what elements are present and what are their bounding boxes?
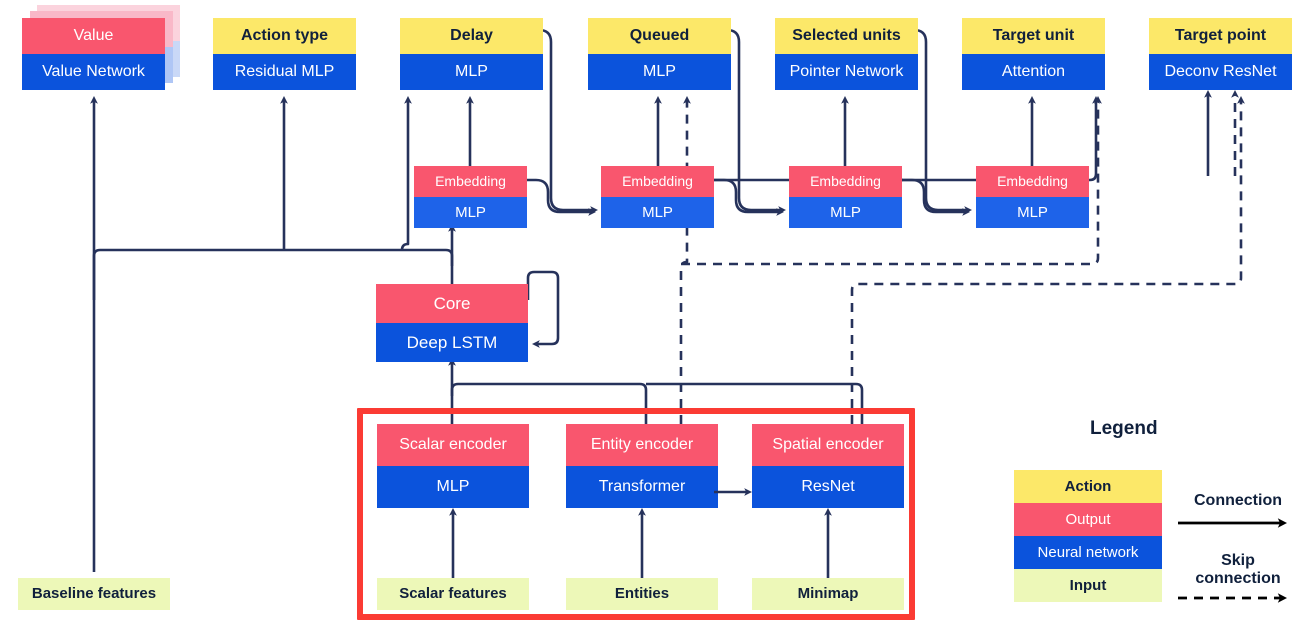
encoder-spatial-top: Spatial encoder [752, 424, 904, 466]
input-entities[interactable]: Entities [566, 578, 718, 610]
wire-entity-to-spatial [714, 488, 752, 496]
encoder-entity-top: Entity encoder [566, 424, 718, 466]
input-scalar-features-label: Scalar features [377, 578, 529, 610]
head-target-point[interactable]: Target point Deconv ResNet [1149, 18, 1292, 90]
legend-skip-line2: connection [1195, 569, 1281, 587]
head-action-type-network: Residual MLP [213, 54, 356, 90]
input-minimap-label: Minimap [752, 578, 904, 610]
head-selected-units[interactable]: Selected units Pointer Network [775, 18, 918, 90]
legend-connection-label: Connection [1194, 492, 1282, 509]
head-target-point-network: Deconv ResNet [1149, 54, 1292, 90]
input-scalar-features[interactable]: Scalar features [377, 578, 529, 610]
head-target-point-top: Target point [1149, 18, 1292, 54]
wire-embed-selunits-chain [902, 178, 970, 216]
core-top: Core [376, 284, 528, 323]
legend-arrow-samples [1178, 518, 1287, 603]
encoder-scalar[interactable]: Scalar encoder MLP [377, 424, 529, 508]
embedding-delay[interactable]: Embedding MLP [414, 166, 527, 228]
head-selected-units-network: Pointer Network [775, 54, 918, 90]
input-to-encoder-wires [449, 508, 832, 578]
encoder-spatial-network: ResNet [752, 466, 904, 508]
legend-swatch-input: Input [1014, 569, 1162, 602]
core-block[interactable]: Core Deep LSTM [376, 284, 528, 362]
legend-swatch-stack: Action Output Neural network Input [1014, 470, 1162, 602]
head-selected-units-top: Selected units [775, 18, 918, 54]
input-baseline-features[interactable]: Baseline features [18, 578, 170, 610]
head-delay-network: MLP [400, 54, 543, 90]
input-minimap[interactable]: Minimap [752, 578, 904, 610]
wire-embed-delay-chain [527, 178, 596, 216]
head-action-type[interactable]: Action type Residual MLP [213, 18, 356, 90]
legend-title: Legend [1090, 418, 1158, 439]
head-feed-wires [1204, 90, 1239, 176]
head-target-unit-network: Attention [962, 54, 1105, 90]
head-target-unit-top: Target unit [962, 18, 1105, 54]
head-value-network: Value Network [22, 54, 165, 90]
encoder-scalar-network: MLP [377, 466, 529, 508]
encoder-entity[interactable]: Entity encoder Transformer [566, 424, 718, 508]
head-value[interactable]: Value Value Network [22, 18, 165, 90]
embedding-delay-network: MLP [414, 197, 527, 228]
input-entities-label: Entities [566, 578, 718, 610]
head-queued[interactable]: Queued MLP [588, 18, 731, 90]
head-queued-top: Queued [588, 18, 731, 54]
head-delay-top: Delay [400, 18, 543, 54]
legend-swatch-action: Action [1014, 470, 1162, 503]
legend-skip-line1: Skip [1221, 552, 1255, 569]
wire-embed-queued-chain [714, 178, 784, 216]
head-value-top: Value [22, 18, 165, 54]
encoder-spatial[interactable]: Spatial encoder ResNet [752, 424, 904, 508]
embedding-selected-units-network: MLP [789, 197, 902, 228]
head-action-type-top: Action type [213, 18, 356, 54]
embedding-delay-top: Embedding [414, 166, 527, 197]
core-network: Deep LSTM [376, 323, 528, 362]
legend-skip-connection-label: Skip connection [1178, 552, 1298, 588]
encoder-scalar-top: Scalar encoder [377, 424, 529, 466]
wire-core-recurrence [526, 270, 560, 348]
input-baseline-features-label: Baseline features [18, 578, 170, 610]
embedding-target-unit-network: MLP [976, 197, 1089, 228]
head-delay[interactable]: Delay MLP [400, 18, 543, 90]
legend-swatch-output: Output [1014, 503, 1162, 536]
legend-swatch-neural-network: Neural network [1014, 536, 1162, 569]
embedding-queued-network: MLP [601, 197, 714, 228]
head-target-unit[interactable]: Target unit Attention [962, 18, 1105, 90]
head-queued-network: MLP [588, 54, 731, 90]
encoder-entity-network: Transformer [566, 466, 718, 508]
